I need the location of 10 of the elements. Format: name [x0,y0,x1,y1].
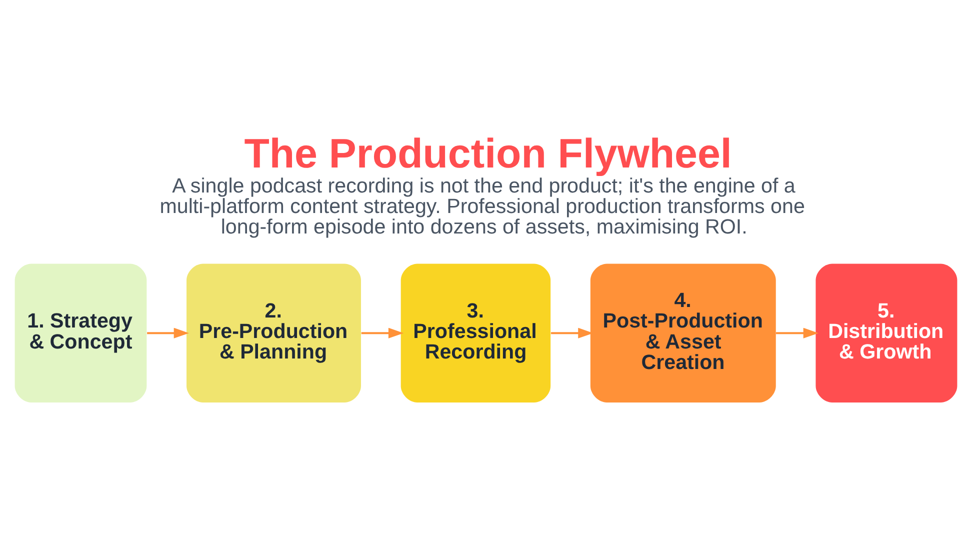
arrow [776,328,818,338]
node-box: 1. Strategy & Concept [14,264,147,402]
arrow [147,328,189,338]
node-box: 5. Distribution & Growth [816,264,958,402]
node-box: 2. Pre-Production & Planning [186,264,361,402]
node-box: 4. Post-Production & Asset Creation [590,264,776,402]
arrow [361,328,404,338]
arrow [550,328,594,338]
node-box: 3. Professional Recording [400,264,551,402]
diagram-title: The Production Flywheel [244,130,732,177]
